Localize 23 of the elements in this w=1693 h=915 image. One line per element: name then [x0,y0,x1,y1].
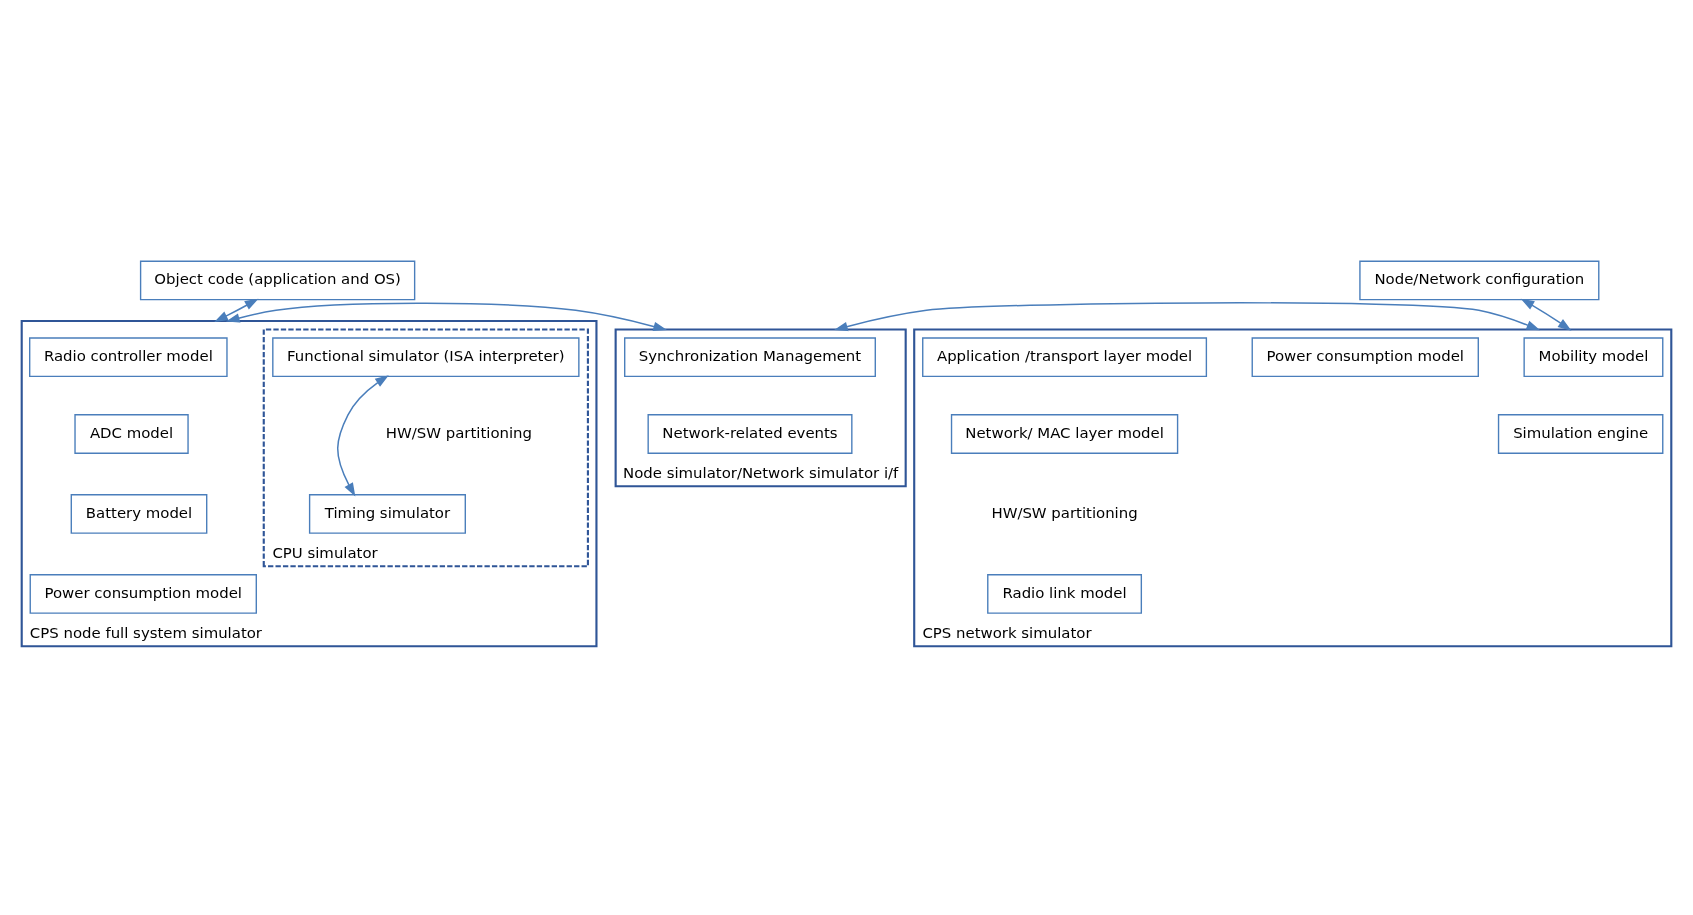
node-box: Power consumption model [29,573,257,614]
node-box: ADC model [74,413,189,454]
node-box: Radio controller model [29,336,228,377]
node-box: Network/ MAC layer model [950,413,1179,454]
node-box: Radio link model [987,573,1143,614]
arrow [336,374,389,497]
node-box: Application /transport layer model [922,336,1208,377]
node-box: Object code (application and OS) [139,260,416,300]
node-box: Node/Network configuration [1359,260,1600,300]
node-box: Network-related events [647,413,853,454]
arrow [226,301,667,331]
label: HW/SW partitioning [991,503,1138,522]
node-box: Synchronization Management [624,336,876,377]
node-box: Battery model [70,493,208,534]
label: HW/SW partitioning [385,423,533,442]
node-box: Mobility model [1523,336,1664,377]
arrow [1520,298,1572,331]
node-box: Power consumption model [1251,336,1479,377]
node-box: Functional simulator (ISA interpreter) [272,336,580,377]
arrow [834,301,1541,331]
node-box: Simulation engine [1497,413,1664,454]
arrow [214,298,259,322]
node-box: Timing simulator [308,493,466,534]
